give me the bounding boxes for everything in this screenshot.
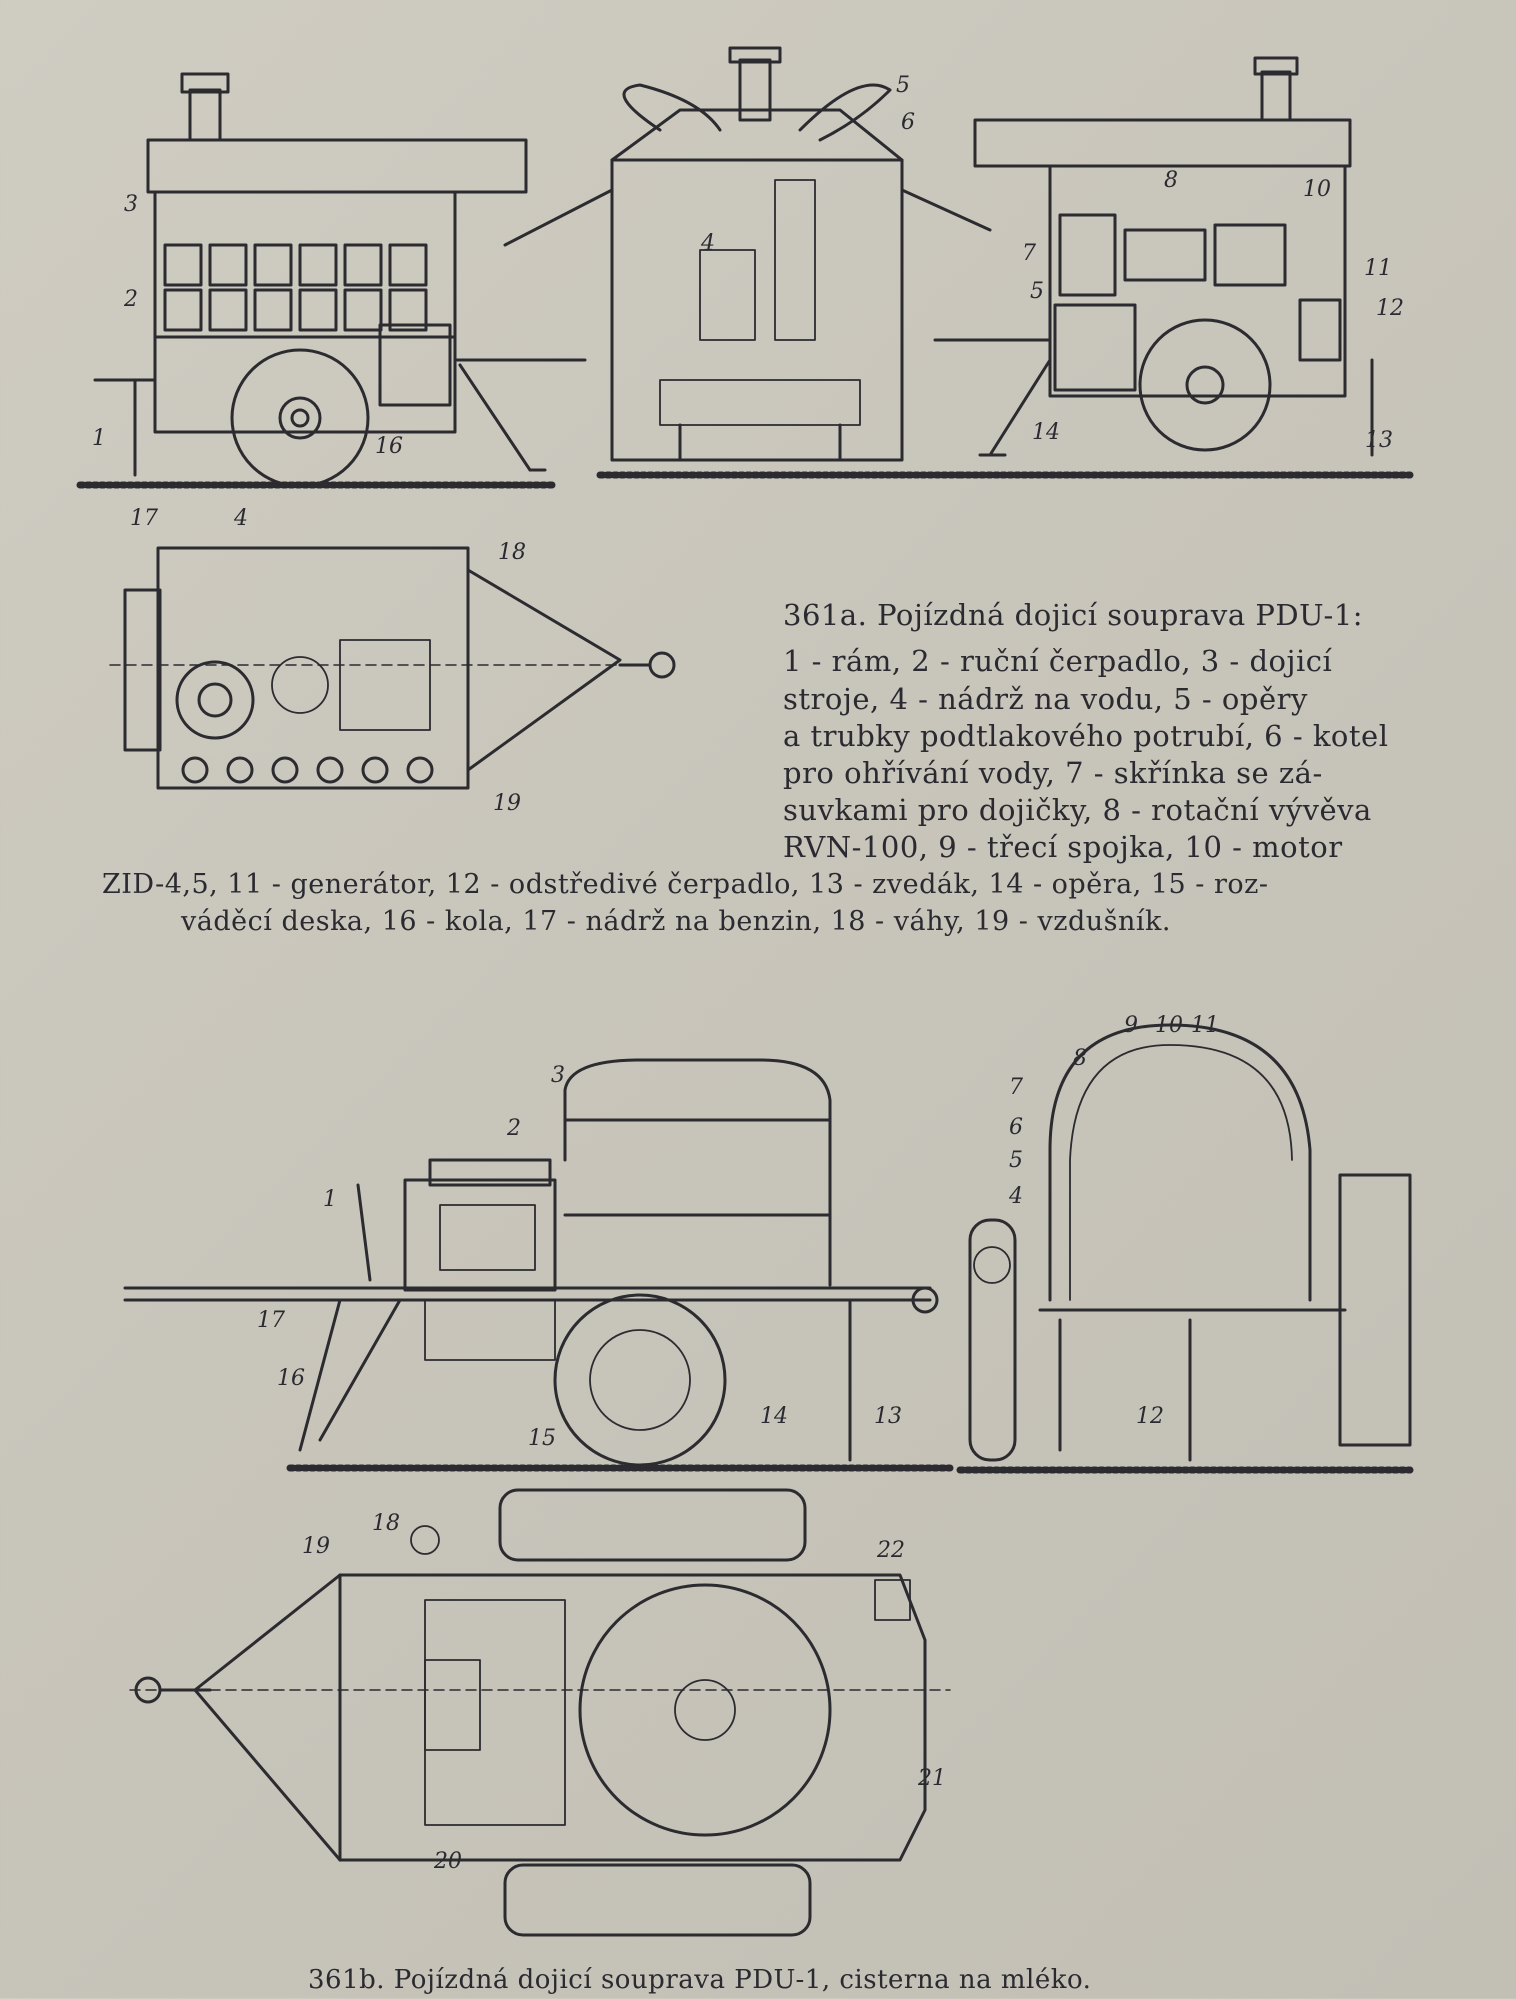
callout-label: 14 — [1032, 420, 1060, 445]
callout-label: 4 — [701, 231, 715, 256]
callout-label: 13 — [874, 1404, 902, 1429]
figure-361a-caption-line: pro ohřívání vody, 7 - skřínka se zá- — [783, 756, 1323, 790]
callout-label: 22 — [877, 1538, 905, 1563]
callout-label: 17 — [257, 1308, 285, 1333]
drawing-361b-side-view — [123, 1058, 954, 1472]
callout-label: 19 — [493, 791, 521, 816]
figure-361a-caption-line: váděcí deska, 16 - kola, 17 - nádrž na b… — [181, 906, 1171, 937]
drawing-361b-plan-view — [129, 1488, 951, 1937]
callout-label: 6 — [1009, 1115, 1023, 1140]
callout-label: 20 — [434, 1849, 462, 1874]
callout-label: 6 — [901, 110, 915, 135]
drawing-361a-rear-view — [933, 56, 1414, 479]
drawing-361a-side-view — [76, 72, 587, 489]
callout-label: 5 — [1009, 1148, 1023, 1173]
callout-label: 19 — [302, 1534, 330, 1559]
callout-label: 7 — [1009, 1075, 1023, 1100]
callout-label: 3 — [124, 192, 138, 217]
drawing-361a-plan-view — [109, 546, 676, 790]
callout-label: 5 — [1030, 279, 1044, 304]
callout-label: 9 — [1124, 1013, 1138, 1038]
figure-361a-caption-line: suvkami pro dojičky, 8 - rotační vývěva — [783, 793, 1372, 827]
callout-label: 7 — [1022, 241, 1036, 266]
callout-label: 16 — [277, 1366, 305, 1391]
callout-label: 4 — [1009, 1184, 1023, 1209]
callout-label: 16 — [375, 434, 403, 459]
callout-label: 10 — [1155, 1013, 1183, 1038]
callout-label: 8 — [1164, 168, 1178, 193]
drawing-361a-front-view — [503, 46, 992, 479]
callout-label: 12 — [1136, 1404, 1164, 1429]
callout-label: 21 — [918, 1766, 946, 1791]
callout-label: 2 — [507, 1116, 521, 1141]
callout-label: 10 — [1303, 177, 1331, 202]
drawing-361b-end-view — [956, 1023, 1414, 1474]
callout-label: 18 — [498, 540, 526, 565]
callout-label: 13 — [1365, 428, 1393, 453]
callout-label: 1 — [323, 1187, 337, 1212]
callout-label: 3 — [551, 1063, 565, 1088]
callout-label: 11 — [1191, 1013, 1219, 1038]
callout-label: 11 — [1364, 256, 1392, 281]
callout-label: 8 — [1073, 1046, 1087, 1071]
callout-label: 14 — [760, 1404, 788, 1429]
figure-361a-caption-line: ZID-4,5, 11 - generátor, 12 - odstředivé… — [102, 869, 1269, 900]
figure-361a-caption-title: 361a. Pojízdná dojicí souprava PDU-1: — [783, 598, 1364, 632]
callout-label: 1 — [92, 426, 106, 451]
callout-label: 12 — [1376, 296, 1404, 321]
figure-361a-caption-line: a trubky podtlakového potrubí, 6 - kotel — [783, 719, 1389, 753]
callout-label: 4 — [234, 506, 248, 531]
callout-label: 5 — [896, 73, 910, 98]
figure-361a-caption-line: stroje, 4 - nádrž na vodu, 5 - opěry — [783, 682, 1308, 716]
callout-label: 18 — [372, 1511, 400, 1536]
callout-label: 2 — [124, 287, 138, 312]
callout-label: 17 — [130, 506, 158, 531]
callout-label: 15 — [528, 1426, 556, 1451]
figure-361a-caption-line: RVN-100, 9 - třecí spojka, 10 - motor — [783, 830, 1343, 864]
figure-361b-caption: 361b. Pojízdná dojicí souprava PDU-1, ci… — [308, 1965, 1092, 1995]
figure-361a-caption-line: 1 - rám, 2 - ruční čerpadlo, 3 - dojicí — [783, 644, 1333, 678]
